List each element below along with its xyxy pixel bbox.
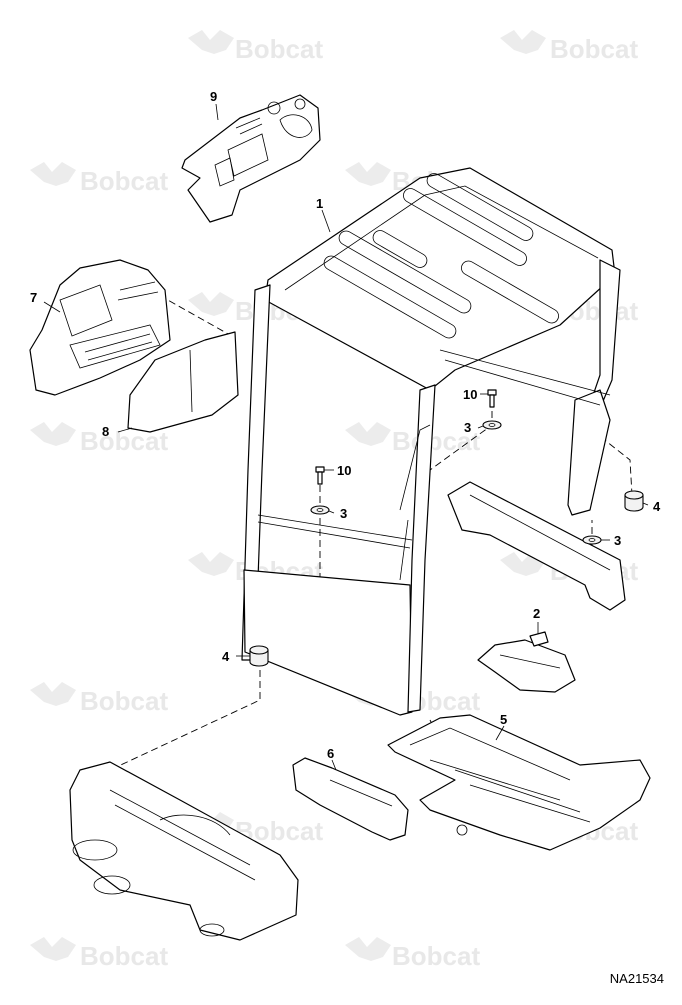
- part-2-bracket: [477, 631, 576, 693]
- callout-4-left: 4: [222, 649, 230, 664]
- part-1-cab-frame: [241, 167, 621, 716]
- callout-3-upper: 3: [464, 420, 471, 435]
- bumper-icon: [249, 645, 269, 667]
- part-6-cover-panel: [127, 331, 239, 433]
- callout-6: 8: [102, 424, 109, 439]
- rear-crossmember: [447, 481, 626, 611]
- callout-3-right: 3: [614, 533, 621, 548]
- watermark-text: Bobcat: [392, 426, 480, 456]
- part-8-side-rail: [292, 757, 409, 841]
- watermark-text: Bobcat: [235, 34, 323, 64]
- watermark-text: Bobcat: [392, 941, 480, 971]
- part-7-floor-mat: [387, 714, 651, 851]
- callout-1: 1: [316, 196, 323, 211]
- part-9-dash-console: [181, 94, 321, 223]
- bobcat-logo-watermark: Bobcat: [345, 937, 480, 971]
- bobcat-logo-watermark: Bobcat: [500, 30, 638, 64]
- callout-2: 2: [533, 606, 540, 621]
- bobcat-logo-watermark: Bobcat: [30, 682, 168, 716]
- watermark-text: Bobcat: [550, 34, 638, 64]
- drawing-reference-code: NA21534: [609, 971, 664, 986]
- watermark-text: Bobcat: [80, 941, 168, 971]
- watermark-text: Bobcat: [80, 166, 168, 196]
- bolt-icon: [487, 389, 497, 408]
- bolt-icon: [315, 466, 325, 485]
- washer-icon: [482, 420, 502, 430]
- bobcat-logo-watermark: Bobcat: [188, 30, 323, 64]
- callout-9: 9: [210, 89, 217, 104]
- callout-5: 7: [30, 290, 37, 305]
- main-frame: [69, 761, 299, 941]
- watermark-text: Bobcat: [80, 686, 168, 716]
- callout-3-middle: 3: [340, 506, 347, 521]
- bobcat-logo-watermark: Bobcat: [30, 937, 168, 971]
- washer-icon: [310, 505, 330, 515]
- washer-icon: [582, 535, 602, 545]
- hardware: [249, 389, 644, 667]
- callout-8: 6: [327, 746, 334, 761]
- callout-7: 5: [500, 712, 507, 727]
- leader-lines: [43, 103, 649, 771]
- bobcat-logo-watermark: Bobcat: [30, 162, 168, 196]
- bumper-icon: [624, 490, 644, 512]
- bobcat-logo-watermark: Bobcat: [345, 422, 480, 456]
- callout-4-right: 4: [653, 499, 661, 514]
- callout-10-lower: 10: [337, 463, 351, 478]
- callout-10-upper: 10: [463, 387, 477, 402]
- callout-labels: 9 1 7 8 10 3 10 3 4 3 2 4 5 6: [30, 89, 661, 761]
- part-5-side-console: [29, 259, 171, 396]
